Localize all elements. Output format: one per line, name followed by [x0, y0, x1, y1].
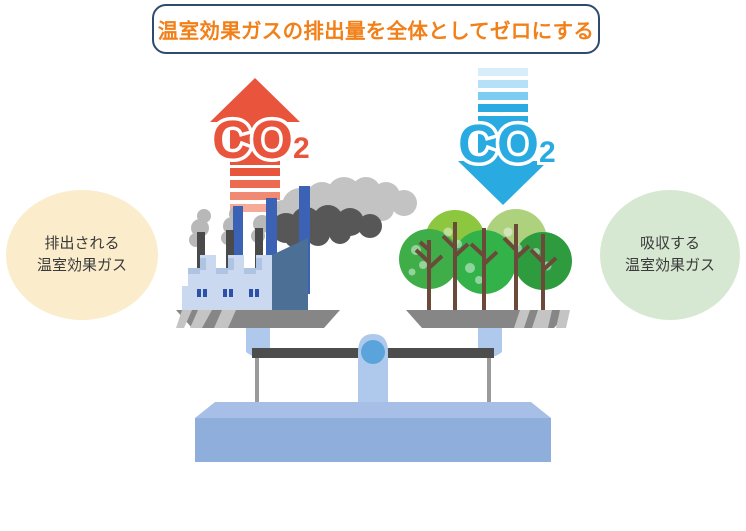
scale-base-front	[195, 418, 551, 462]
emission-co2-subscript: 2	[293, 132, 310, 165]
right-rod	[487, 356, 491, 412]
absorption-stripe-1	[478, 68, 528, 76]
right-pan-stripes	[514, 310, 570, 328]
forest-illustration	[399, 209, 572, 310]
absorption-stripe-2	[478, 80, 528, 88]
absorption-arrow-icon	[458, 116, 548, 205]
emission-label-line1: 排出される	[44, 234, 120, 252]
emission-stripe-4	[230, 204, 280, 212]
emission-arrow-icon	[210, 78, 300, 165]
factory-block-dark	[272, 238, 308, 310]
scale-pivot	[361, 340, 385, 364]
right-pan	[406, 310, 570, 328]
factory-roof-accents	[188, 258, 262, 274]
emission-stripe-3	[230, 192, 280, 200]
balance-scale	[176, 310, 570, 462]
left-pan-stripes	[176, 310, 236, 328]
absorption-arrow-group: CO 2	[455, 68, 559, 205]
emission-co2-label: CO	[212, 110, 293, 170]
emission-stripe-1	[230, 168, 280, 176]
absorption-co2-subscript: 2	[539, 136, 556, 169]
absorption-label-line1: 吸収する	[639, 234, 700, 252]
left-rod	[255, 356, 259, 412]
emission-label-circle: 排出される 温室効果ガス	[6, 190, 158, 320]
factory-illustration	[182, 186, 310, 310]
factory-windows	[197, 289, 259, 297]
emission-stripe-2	[230, 180, 280, 188]
emission-label-line2: 温室効果ガス	[36, 257, 127, 274]
emission-arrow-group: CO 2	[209, 78, 313, 212]
absorption-co2-label: CO	[458, 114, 539, 174]
page-title: 温室効果ガスの排出量を全体としてゼロにする	[157, 20, 595, 43]
scale-base-top	[195, 402, 551, 418]
title-banner: 温室効果ガスの排出量を全体としてゼロにする	[152, 4, 600, 54]
tree-trunks	[414, 222, 558, 310]
absorption-label-circle: 吸収する 温室効果ガス	[600, 190, 740, 320]
factory-stack-blue-1	[266, 198, 277, 294]
absorption-stripe-4	[478, 104, 528, 112]
absorption-stripe-3	[478, 92, 528, 100]
absorption-label-line2: 温室効果ガス	[624, 257, 715, 274]
factory-stack-blue-3	[233, 206, 243, 294]
